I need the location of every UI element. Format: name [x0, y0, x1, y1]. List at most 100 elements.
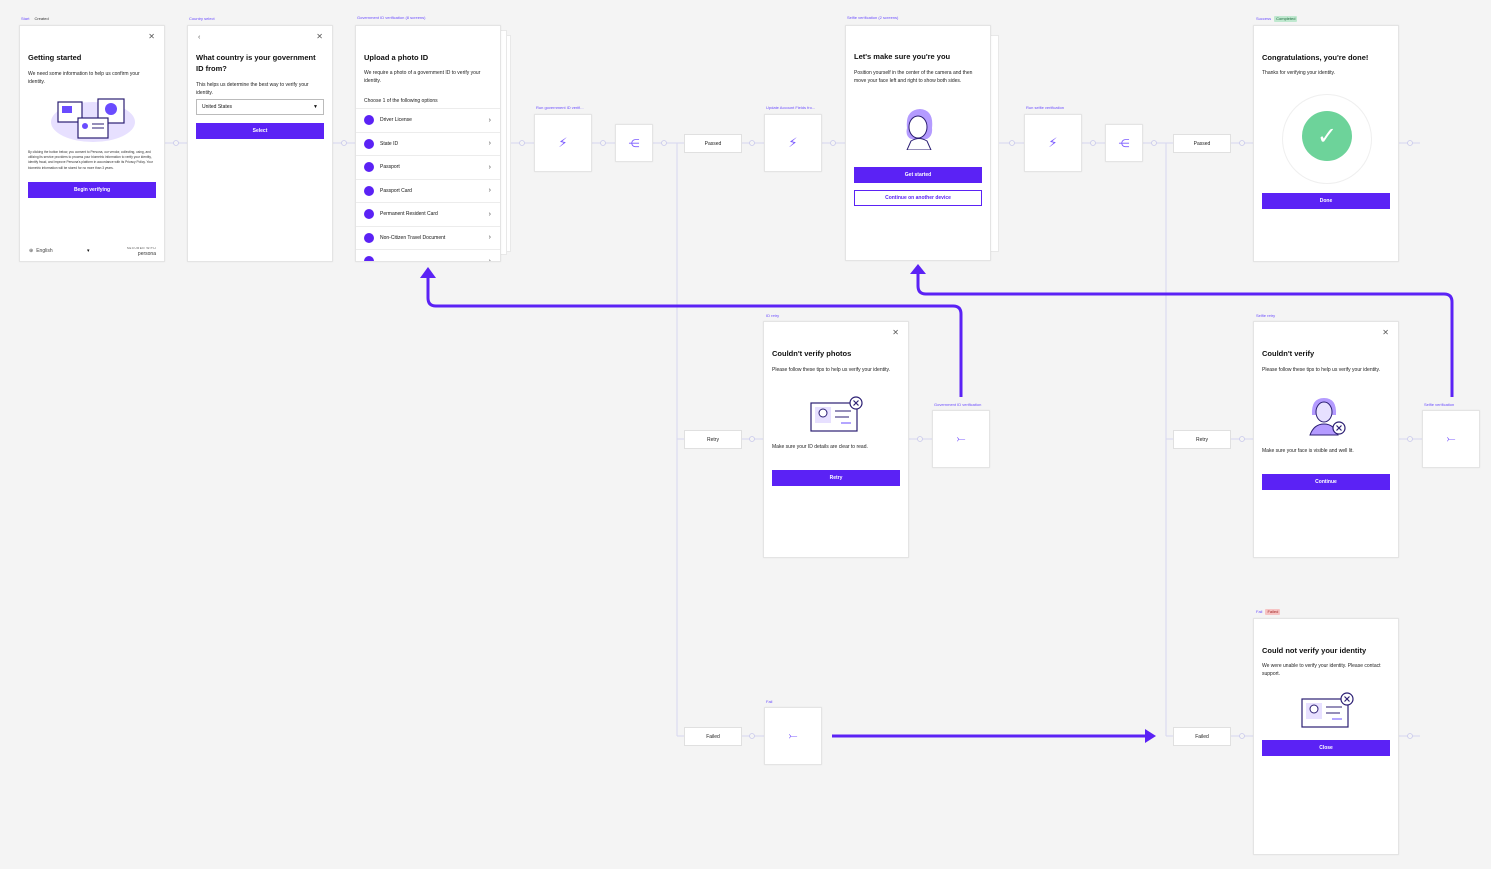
option-label: Driver License	[380, 117, 412, 123]
language-select[interactable]: ⊕ English	[29, 248, 53, 254]
start-tag: Start Created	[21, 16, 51, 22]
update-account-fields-node[interactable]: ⚡︎	[764, 114, 822, 172]
close-button[interactable]: Close	[1262, 740, 1390, 756]
screen-body: This helps us determine the best way to …	[196, 82, 309, 96]
face-error-illustration	[1309, 398, 1346, 436]
chevron-right-icon: ›	[488, 187, 491, 194]
run-selfie-tag: Run selfie verification	[1026, 105, 1065, 110]
close-icon[interactable]: ✕	[1382, 328, 1389, 337]
selfie-retry-tag: Selfie retry	[1256, 313, 1276, 318]
close-icon[interactable]: ✕	[148, 32, 155, 41]
success-screen[interactable]: Congratulations, you're done! Thanks for…	[1253, 25, 1399, 262]
id-type-icon	[364, 256, 374, 261]
gov-branch-node[interactable]: ⋲	[615, 124, 653, 162]
goto-fail-node[interactable]: ⤚	[764, 707, 822, 765]
selfie-screen[interactable]: Let's make sure you're you Position your…	[845, 25, 991, 261]
id-cards-illustration	[51, 98, 135, 142]
id-retry-screen[interactable]: ✕ Couldn't verify photos Please follow t…	[763, 321, 909, 558]
chevron-right-icon: ›	[488, 116, 491, 124]
outcome-retry[interactable]: Retry	[684, 430, 742, 449]
screen-title: Let's make sure you're you	[854, 52, 951, 61]
country-tag: Country select	[189, 16, 215, 21]
retry-button[interactable]: Retry	[772, 470, 900, 486]
gov-link-tag: Government ID verification	[934, 402, 982, 407]
id-error-illustration	[810, 396, 863, 432]
outcome-passed[interactable]: Passed	[1173, 134, 1231, 153]
continue-on-another-device-button[interactable]: Continue on another device	[854, 190, 982, 206]
branch-icon: ⋲	[1118, 137, 1130, 150]
option-non-citizen-travel-document[interactable]: Non-Citizen Travel Document›	[356, 225, 500, 249]
id-retry-tag: ID retry	[766, 313, 780, 318]
selfie-branch-node[interactable]: ⋲	[1105, 124, 1143, 162]
option-state-id[interactable]: State ID ›	[356, 131, 500, 155]
option-driver-license[interactable]: Driver License ›	[356, 108, 500, 131]
option-label: State ID	[380, 140, 399, 147]
option-passport-card[interactable]: Passport Card ›	[356, 178, 500, 202]
option-passport[interactable]: Passport ›	[356, 155, 500, 178]
success-tag-label: Success	[1256, 16, 1272, 21]
continue-button[interactable]: Continue	[1262, 474, 1390, 490]
outcome-passed[interactable]: Passed	[684, 134, 742, 153]
id-type-icon	[364, 185, 374, 196]
chevron-right-icon: ›	[488, 234, 491, 241]
country-dropdown[interactable]: United States ▼	[196, 99, 324, 115]
option-label: Passport	[380, 164, 400, 170]
screen-title: Upload a photo ID	[364, 53, 429, 62]
upload-id-screen[interactable]: Upload a photo ID We require a photo of …	[355, 25, 501, 262]
id-type-icon	[364, 138, 374, 149]
getting-started-screen[interactable]: ✕ Getting started We need some informati…	[19, 25, 165, 262]
globe-icon: ⊕	[29, 248, 34, 254]
screen-body: We require a photo of a government ID to…	[364, 70, 481, 84]
screen-title: Getting started	[28, 53, 82, 62]
close-icon[interactable]: ✕	[316, 32, 323, 41]
selfie-face-illustration	[906, 109, 933, 150]
goto-arrow-icon: ⤚	[956, 432, 966, 445]
close-icon[interactable]: ✕	[892, 328, 899, 337]
option-label: Permanent Resident Card	[380, 211, 438, 217]
tip-text: Make sure your face is visible and well …	[1262, 448, 1354, 454]
country-select-screen[interactable]: ‹ ✕ What country is your government ID f…	[187, 25, 333, 262]
begin-verifying-button[interactable]: Begin verifying	[28, 182, 156, 198]
screen-body: We need some information to help us conf…	[28, 71, 140, 85]
option-label: Passport Card	[380, 187, 412, 194]
id-type-icon	[364, 115, 374, 125]
update-fields-tag: Update Account Fields fro...	[766, 105, 816, 110]
option-more[interactable]: ›	[356, 249, 500, 262]
fail-screen[interactable]: Could not verify your identity We were u…	[1253, 618, 1399, 855]
outcome-retry[interactable]: Retry	[1173, 430, 1231, 449]
screen-body: Please follow these tips to help us veri…	[772, 367, 891, 373]
start-tag-label: Start	[21, 16, 30, 21]
run-selfie-verification-node[interactable]: ⚡︎	[1024, 114, 1082, 172]
done-button[interactable]: Done	[1262, 193, 1390, 209]
tip-text: Make sure your ID details are clear to r…	[772, 444, 868, 450]
start-status: Created	[34, 16, 49, 21]
fail-node-tag: Fail	[766, 699, 773, 704]
get-started-button[interactable]: Get started	[854, 167, 982, 183]
chevron-right-icon: ›	[488, 140, 491, 147]
chevron-right-icon: ›	[488, 210, 491, 218]
chevron-right-icon: ›	[488, 163, 491, 171]
outcome-failed[interactable]: Failed	[1173, 727, 1231, 746]
chevron-left-icon[interactable]: ‹	[198, 34, 201, 41]
screen-body: Position yourself in the center of the c…	[854, 70, 973, 84]
completed-badge: Completed	[1274, 16, 1298, 22]
choose-label: Choose 1 of the following options	[364, 98, 438, 104]
chevron-down-icon[interactable]: ▾	[87, 248, 90, 254]
chevron-right-icon: ›	[488, 257, 491, 262]
id-type-icon	[364, 209, 374, 219]
goto-selfie-verification-node[interactable]: ⤚	[1422, 410, 1480, 468]
check-icon: ✓	[1302, 111, 1352, 161]
select-button[interactable]: Select	[196, 123, 324, 139]
goto-gov-verification-node[interactable]: ⤚	[932, 410, 990, 468]
fail-tag-label: Fail	[1256, 609, 1263, 614]
lightning-icon: ⚡︎	[1048, 135, 1058, 150]
option-permanent-resident-card[interactable]: Permanent Resident Card ›	[356, 202, 500, 225]
persona-badge: SECURED WITH persona	[127, 245, 156, 257]
run-gov-tag: Run government ID verifi...	[536, 105, 584, 110]
run-gov-verification-node[interactable]: ⚡︎	[534, 114, 592, 172]
selfie-retry-screen[interactable]: ✕ Couldn't verify Please follow these ti…	[1253, 321, 1399, 558]
outcome-failed[interactable]: Failed	[684, 727, 742, 746]
caret-down-icon: ▼	[313, 104, 318, 110]
branch-icon: ⋲	[628, 137, 640, 150]
